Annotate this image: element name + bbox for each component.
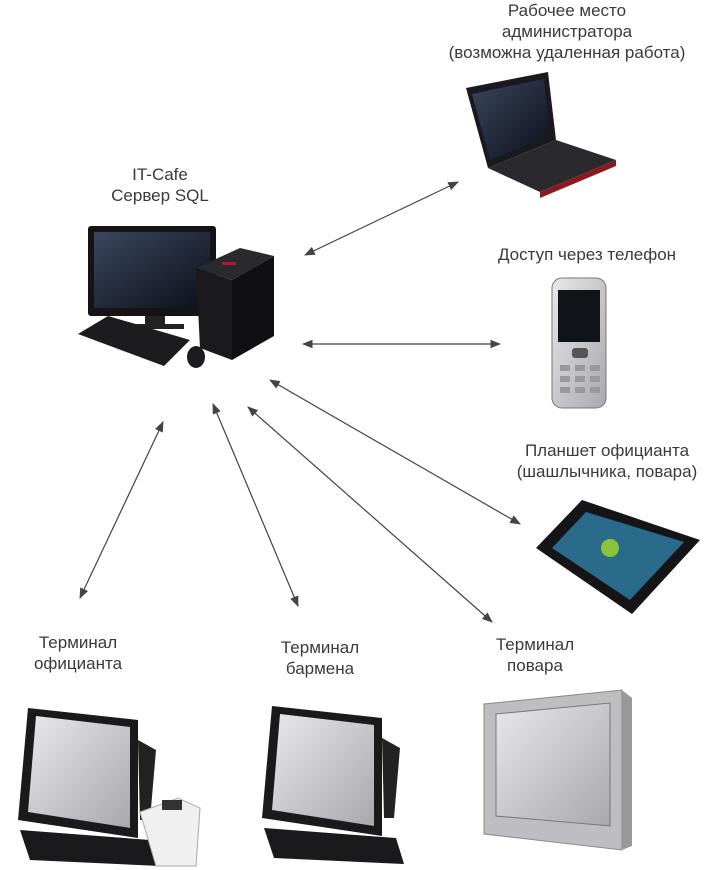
tablet-label: Планшет официанта (шашлычника, повара): [517, 440, 698, 482]
label-line: Сервер SQL: [111, 186, 209, 205]
cook-terminal-label: Терминал повара: [496, 634, 574, 676]
laptop-icon: [466, 72, 616, 198]
label-line: Планшет официанта: [524, 441, 690, 460]
cook-terminal-icon: [483, 689, 632, 851]
label-line: Терминал: [280, 638, 360, 657]
label-line: IT-Cafe: [132, 165, 188, 184]
label-line: Доступ через телефон: [497, 245, 677, 264]
tablet-icon: [536, 500, 700, 614]
arrow-server-waiter-terminal: [79, 421, 164, 599]
mobile-phone-icon: [551, 277, 607, 409]
label-line: администратора: [501, 22, 633, 41]
arrow-server-cook-terminal: [247, 406, 493, 623]
arrow-server-tablet: [269, 379, 521, 525]
bartender-terminal-label: Терминал бармена: [281, 637, 359, 679]
label-line: (шашлычника, повара): [516, 462, 698, 481]
label-line: официанта: [33, 654, 123, 673]
waiter-terminal-label: Терминал официанта: [34, 632, 122, 674]
bartender-terminal-icon: [262, 706, 404, 864]
arrow-server-admin: [304, 181, 459, 256]
label-line: Рабочее место: [507, 1, 627, 20]
phone-label: Доступ через телефон: [498, 244, 676, 265]
waiter-terminal-icon: [18, 708, 201, 867]
admin-workstation-label: Рабочее место администратора (возможна у…: [449, 0, 686, 63]
label-line: Терминал: [38, 633, 118, 652]
arrow-server-bartender-terminal: [212, 403, 299, 607]
server-label: IT-Cafe Сервер SQL: [111, 164, 209, 206]
label-line: повара: [507, 656, 563, 675]
label-line: (возможна удаленная работа): [448, 43, 686, 62]
label-line: бармена: [285, 659, 355, 678]
desktop-computer-icon: [78, 226, 274, 368]
label-line: Терминал: [495, 635, 575, 654]
